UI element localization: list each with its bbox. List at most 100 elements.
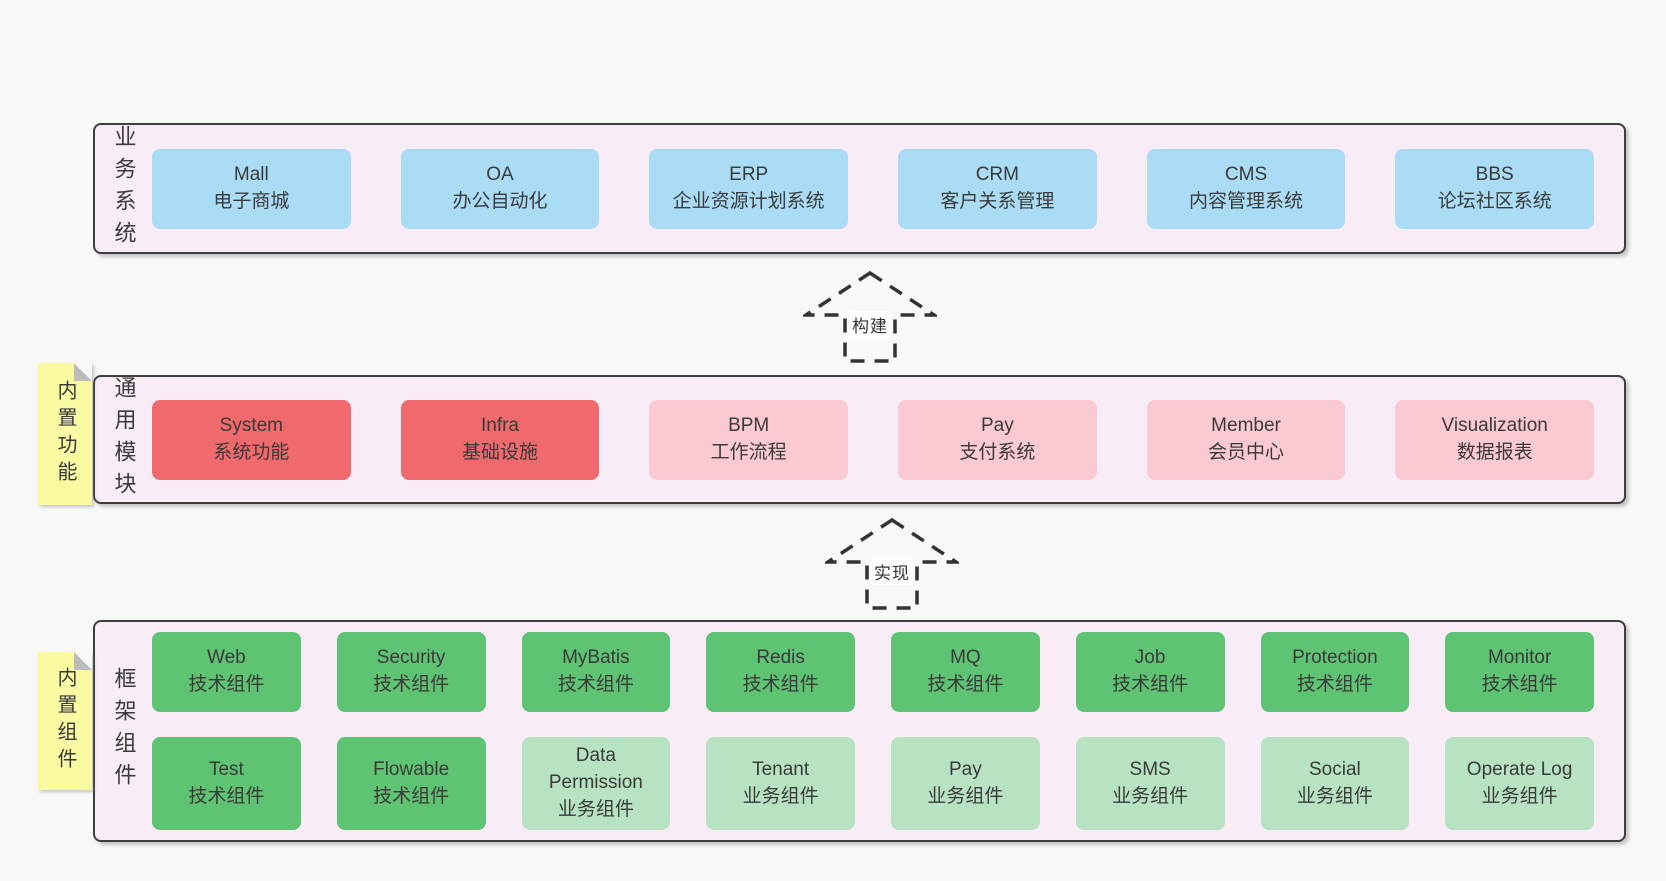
build-arrow: 构建 <box>803 270 937 364</box>
node-desc: 业务组件 <box>1112 785 1189 807</box>
layer-business-label: 业务系统 <box>95 125 152 253</box>
node-name: Tenant <box>752 758 810 780</box>
node-desc: 数据报表 <box>1456 441 1533 463</box>
node-desc: 办公自动化 <box>452 190 548 212</box>
node-name: MQ <box>950 647 981 669</box>
node-desc: 论坛社区系统 <box>1437 190 1552 212</box>
node-name: Mall <box>233 163 269 185</box>
layer-components-label: 框架组件 <box>95 667 152 795</box>
node-desc: 电子商城 <box>213 190 290 212</box>
node-name: System <box>219 414 284 436</box>
layer-label-text: 框架组件 <box>111 667 137 795</box>
node-desc: 支付系统 <box>959 441 1036 463</box>
node-row: Mall 电子商城 OA 办公自动化 ERP 企业资源计划系统 CRM 客户关系管理 CMS 内容… <box>152 148 1595 229</box>
node-name: Pay <box>980 414 1014 436</box>
node-mall: Mall 电子商城 <box>152 148 351 229</box>
build-arrow-label: 构建 <box>849 311 891 338</box>
node-crm: CRM 客户关系管理 <box>898 148 1097 229</box>
node-test: Test 技术组件 <box>152 737 301 830</box>
node-desc: 企业资源计划系统 <box>672 190 825 212</box>
node-oa: OA 办公自动化 <box>400 148 600 229</box>
layer-label-text: 业务系统 <box>111 124 137 253</box>
node-pay: Pay 支付系统 <box>898 399 1097 480</box>
node-desc: 技术组件 <box>742 674 819 696</box>
layer-label-text: 通用模块 <box>111 375 137 504</box>
implement-arrow: 实现 <box>825 517 959 611</box>
sticky-note-text: 内置组件 <box>54 667 76 775</box>
node-desc: 技术组件 <box>188 785 265 807</box>
node-name: SMS <box>1129 758 1171 780</box>
node-monitor: Monitor 技术组件 <box>1445 632 1594 713</box>
node-name: Test <box>208 758 244 780</box>
node-name: CMS <box>1224 163 1268 185</box>
node-name: Flowable <box>373 758 450 780</box>
node-cms: CMS 内容管理系统 <box>1146 148 1346 229</box>
node-desc: 业务组件 <box>557 798 634 820</box>
node-name: BBS <box>1475 163 1514 185</box>
node-social: Social 业务组件 <box>1260 737 1410 830</box>
node-desc: 业务组件 <box>1481 785 1558 807</box>
node-sms: SMS 业务组件 <box>1075 737 1225 830</box>
node-name: Protection <box>1292 647 1378 669</box>
node-desc: 会员中心 <box>1208 441 1285 463</box>
node-desc: 技术组件 <box>1296 674 1373 696</box>
implement-arrow-label: 实现 <box>871 558 913 585</box>
node-name: OA <box>486 163 514 185</box>
sticky-note-built-in-features: 内置功能 <box>38 363 92 505</box>
node-name: Member <box>1211 414 1281 436</box>
node-name: Web <box>207 647 246 669</box>
node-desc: 内容管理系统 <box>1189 190 1304 212</box>
node-visualization: Visualization 数据报表 <box>1395 399 1595 480</box>
node-redis: Redis 技术组件 <box>706 632 855 713</box>
node-system: System 系统功能 <box>152 399 351 480</box>
node-desc: 技术组件 <box>1481 674 1558 696</box>
sticky-note-text: 内置功能 <box>54 380 76 488</box>
node-web: Web 技术组件 <box>152 632 301 713</box>
node-desc: 客户关系管理 <box>940 190 1055 212</box>
node-desc: 系统功能 <box>213 441 290 463</box>
layer-business-rows: Mall 电子商城 OA 办公自动化 ERP 企业资源计划系统 CRM 客户关系管理 CMS 内容… <box>152 148 1624 229</box>
node-desc: 业务组件 <box>1296 785 1373 807</box>
node-name: CRM <box>975 163 1019 185</box>
node-name: Operate Log <box>1466 758 1573 780</box>
layer-business-systems: 业务系统 Mall 电子商城 OA 办公自动化 ERP 企业资源计划系统 CRM 客户关系管理… <box>93 123 1626 254</box>
node-name: Job <box>1134 647 1166 669</box>
node-bbs: BBS 论坛社区系统 <box>1395 148 1595 229</box>
node-desc: 技术组件 <box>927 674 1004 696</box>
node-mq: MQ 技术组件 <box>891 632 1040 713</box>
node-desc: 技术组件 <box>188 674 265 696</box>
node-name: ERP <box>729 163 769 185</box>
node-erp: ERP 企业资源计划系统 <box>649 148 849 229</box>
node-bpm: BPM 工作流程 <box>649 399 849 480</box>
node-name: Pay <box>949 758 982 780</box>
node-name: Security <box>376 647 446 669</box>
node-name: BPM <box>728 414 770 436</box>
node-protection: Protection 技术组件 <box>1260 632 1410 713</box>
node-name: Visualization <box>1441 414 1548 436</box>
node-desc: 工作流程 <box>710 441 787 463</box>
node-name: Redis <box>756 647 805 669</box>
layer-modules-label: 通用模块 <box>95 376 152 504</box>
node-name: Monitor <box>1487 647 1552 669</box>
node-desc: 基础设施 <box>462 441 539 463</box>
sticky-note-built-in-components: 内置组件 <box>38 652 92 790</box>
node-member: Member 会员中心 <box>1146 399 1346 480</box>
node-desc: 技术组件 <box>373 674 450 696</box>
node-name: MyBatis <box>562 647 630 669</box>
node-security: Security 技术组件 <box>336 632 486 713</box>
node-name: Social <box>1309 758 1361 780</box>
